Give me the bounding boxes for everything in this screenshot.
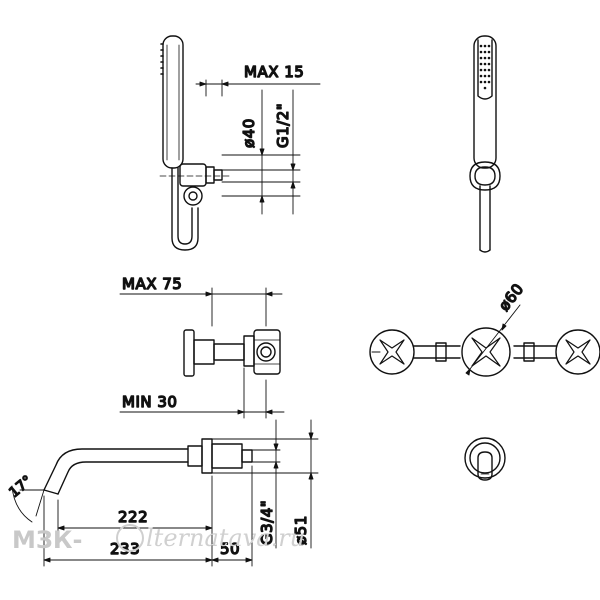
watermark: МЗК- lternatava.ru bbox=[12, 524, 305, 554]
spout-front-view bbox=[464, 437, 506, 481]
watermark-logo-icon bbox=[116, 524, 144, 552]
l222-label: 222 bbox=[118, 508, 148, 526]
d60-label: ø60 bbox=[495, 280, 528, 315]
max75-label: MAX 75 bbox=[122, 275, 182, 293]
d40-label: ø40 bbox=[240, 118, 258, 148]
l50-label: 50 bbox=[220, 540, 240, 558]
hand-shower-side-view bbox=[159, 35, 233, 251]
hand-shower-front-view bbox=[469, 35, 501, 253]
d60-dimension bbox=[465, 304, 521, 376]
watermark-brand: МЗК- bbox=[12, 526, 83, 554]
min30-dimension bbox=[119, 367, 285, 419]
d51-label: ø51 bbox=[292, 515, 310, 545]
d40-g12-dimensions bbox=[221, 89, 301, 215]
spout-side-view bbox=[43, 438, 253, 495]
spout-horizontal-dimensions bbox=[43, 465, 253, 567]
spout-vertical-dimensions bbox=[211, 419, 319, 549]
angle-label: 17° bbox=[6, 473, 35, 501]
min30-label: MIN 30 bbox=[122, 393, 177, 411]
g34-label: G3/4" bbox=[258, 500, 276, 545]
g12-label: G1/2" bbox=[274, 103, 292, 148]
mixer-side-view bbox=[183, 329, 281, 377]
angle-dimension bbox=[11, 485, 45, 523]
mixer-front-view bbox=[369, 327, 600, 377]
max75-dimension bbox=[119, 287, 283, 327]
max15-dimension bbox=[195, 79, 321, 97]
max15-label: MAX 15 bbox=[244, 63, 304, 81]
watermark-site: lternatava.ru bbox=[146, 524, 305, 552]
